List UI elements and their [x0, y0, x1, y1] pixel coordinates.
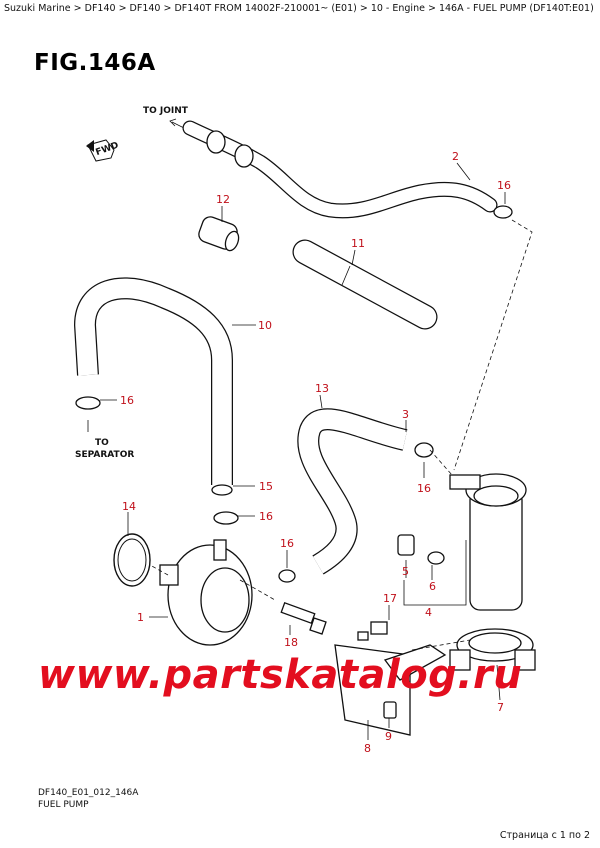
- leader-lines: [87, 162, 506, 740]
- hose-11[interactable]: [292, 239, 438, 330]
- clamp-16-d[interactable]: [213, 511, 239, 525]
- diagram-caption: FUEL PUMP: [38, 800, 89, 810]
- callout-16-c[interactable]: 16: [417, 482, 431, 495]
- hose-10[interactable]: [73, 277, 233, 496]
- nut-9[interactable]: [383, 701, 397, 719]
- callout-11[interactable]: 11: [351, 237, 365, 250]
- callout-2[interactable]: 2: [452, 150, 459, 163]
- callout-10[interactable]: 10: [258, 319, 272, 332]
- callout-17[interactable]: 17: [383, 592, 397, 605]
- bolt-17[interactable]: [357, 621, 388, 641]
- callout-9[interactable]: 9: [385, 730, 392, 743]
- to-separator-label-line2: SEPARATOR: [75, 450, 134, 460]
- bracket-7[interactable]: [449, 628, 536, 671]
- callout-14[interactable]: 14: [122, 500, 136, 513]
- clamp-6[interactable]: [427, 551, 445, 565]
- to-joint-label: TO JOINT: [143, 106, 189, 116]
- hose-13[interactable]: [297, 408, 408, 575]
- clamp-16-e[interactable]: [278, 569, 296, 583]
- callout-16-e[interactable]: 16: [280, 537, 294, 550]
- fitting-5[interactable]: [397, 534, 415, 556]
- o-ring-14[interactable]: [113, 533, 151, 587]
- fuel-pump-1[interactable]: [159, 539, 253, 646]
- callout-13[interactable]: 13: [315, 382, 329, 395]
- breadcrumb[interactable]: Suzuki Marine > DF140 > DF140 > DF140T F…: [4, 3, 594, 14]
- clamp-16-a[interactable]: [493, 205, 513, 219]
- callout-15[interactable]: 15: [259, 480, 273, 493]
- callout-1[interactable]: 1: [137, 611, 144, 624]
- fwd-arrow-icon: [86, 139, 115, 162]
- callout-18[interactable]: 18: [284, 636, 298, 649]
- page-counter: Страница с 1 по 2: [499, 830, 590, 841]
- callout-5[interactable]: 5: [402, 565, 409, 578]
- fuel-hose-2[interactable]: [182, 120, 498, 219]
- callout-16-d[interactable]: 16: [259, 510, 273, 523]
- bolt-18[interactable]: [280, 601, 327, 635]
- hose-piece-12[interactable]: [197, 215, 241, 253]
- callout-7[interactable]: 7: [497, 701, 504, 714]
- callout-4[interactable]: 4: [425, 606, 432, 619]
- callout-16-b[interactable]: 16: [120, 394, 134, 407]
- figure-title: FIG.146A: [34, 50, 156, 76]
- watermark: www.partskatalog.ru: [38, 652, 523, 698]
- callout-8[interactable]: 8: [364, 742, 371, 755]
- clamp-16-c[interactable]: [414, 442, 434, 458]
- diagram-code: DF140_E01_012_146A: [38, 788, 139, 798]
- fuel-filter-4[interactable]: [449, 473, 527, 611]
- clamp-16-b[interactable]: [75, 396, 101, 410]
- callout-16-a[interactable]: 16: [497, 179, 511, 192]
- to-separator-label-line1: TO: [95, 438, 109, 448]
- dashed-connection-lines: [149, 219, 533, 651]
- callout-3[interactable]: 3: [402, 408, 409, 421]
- callout-6[interactable]: 6: [429, 580, 436, 593]
- callout-12[interactable]: 12: [216, 193, 230, 206]
